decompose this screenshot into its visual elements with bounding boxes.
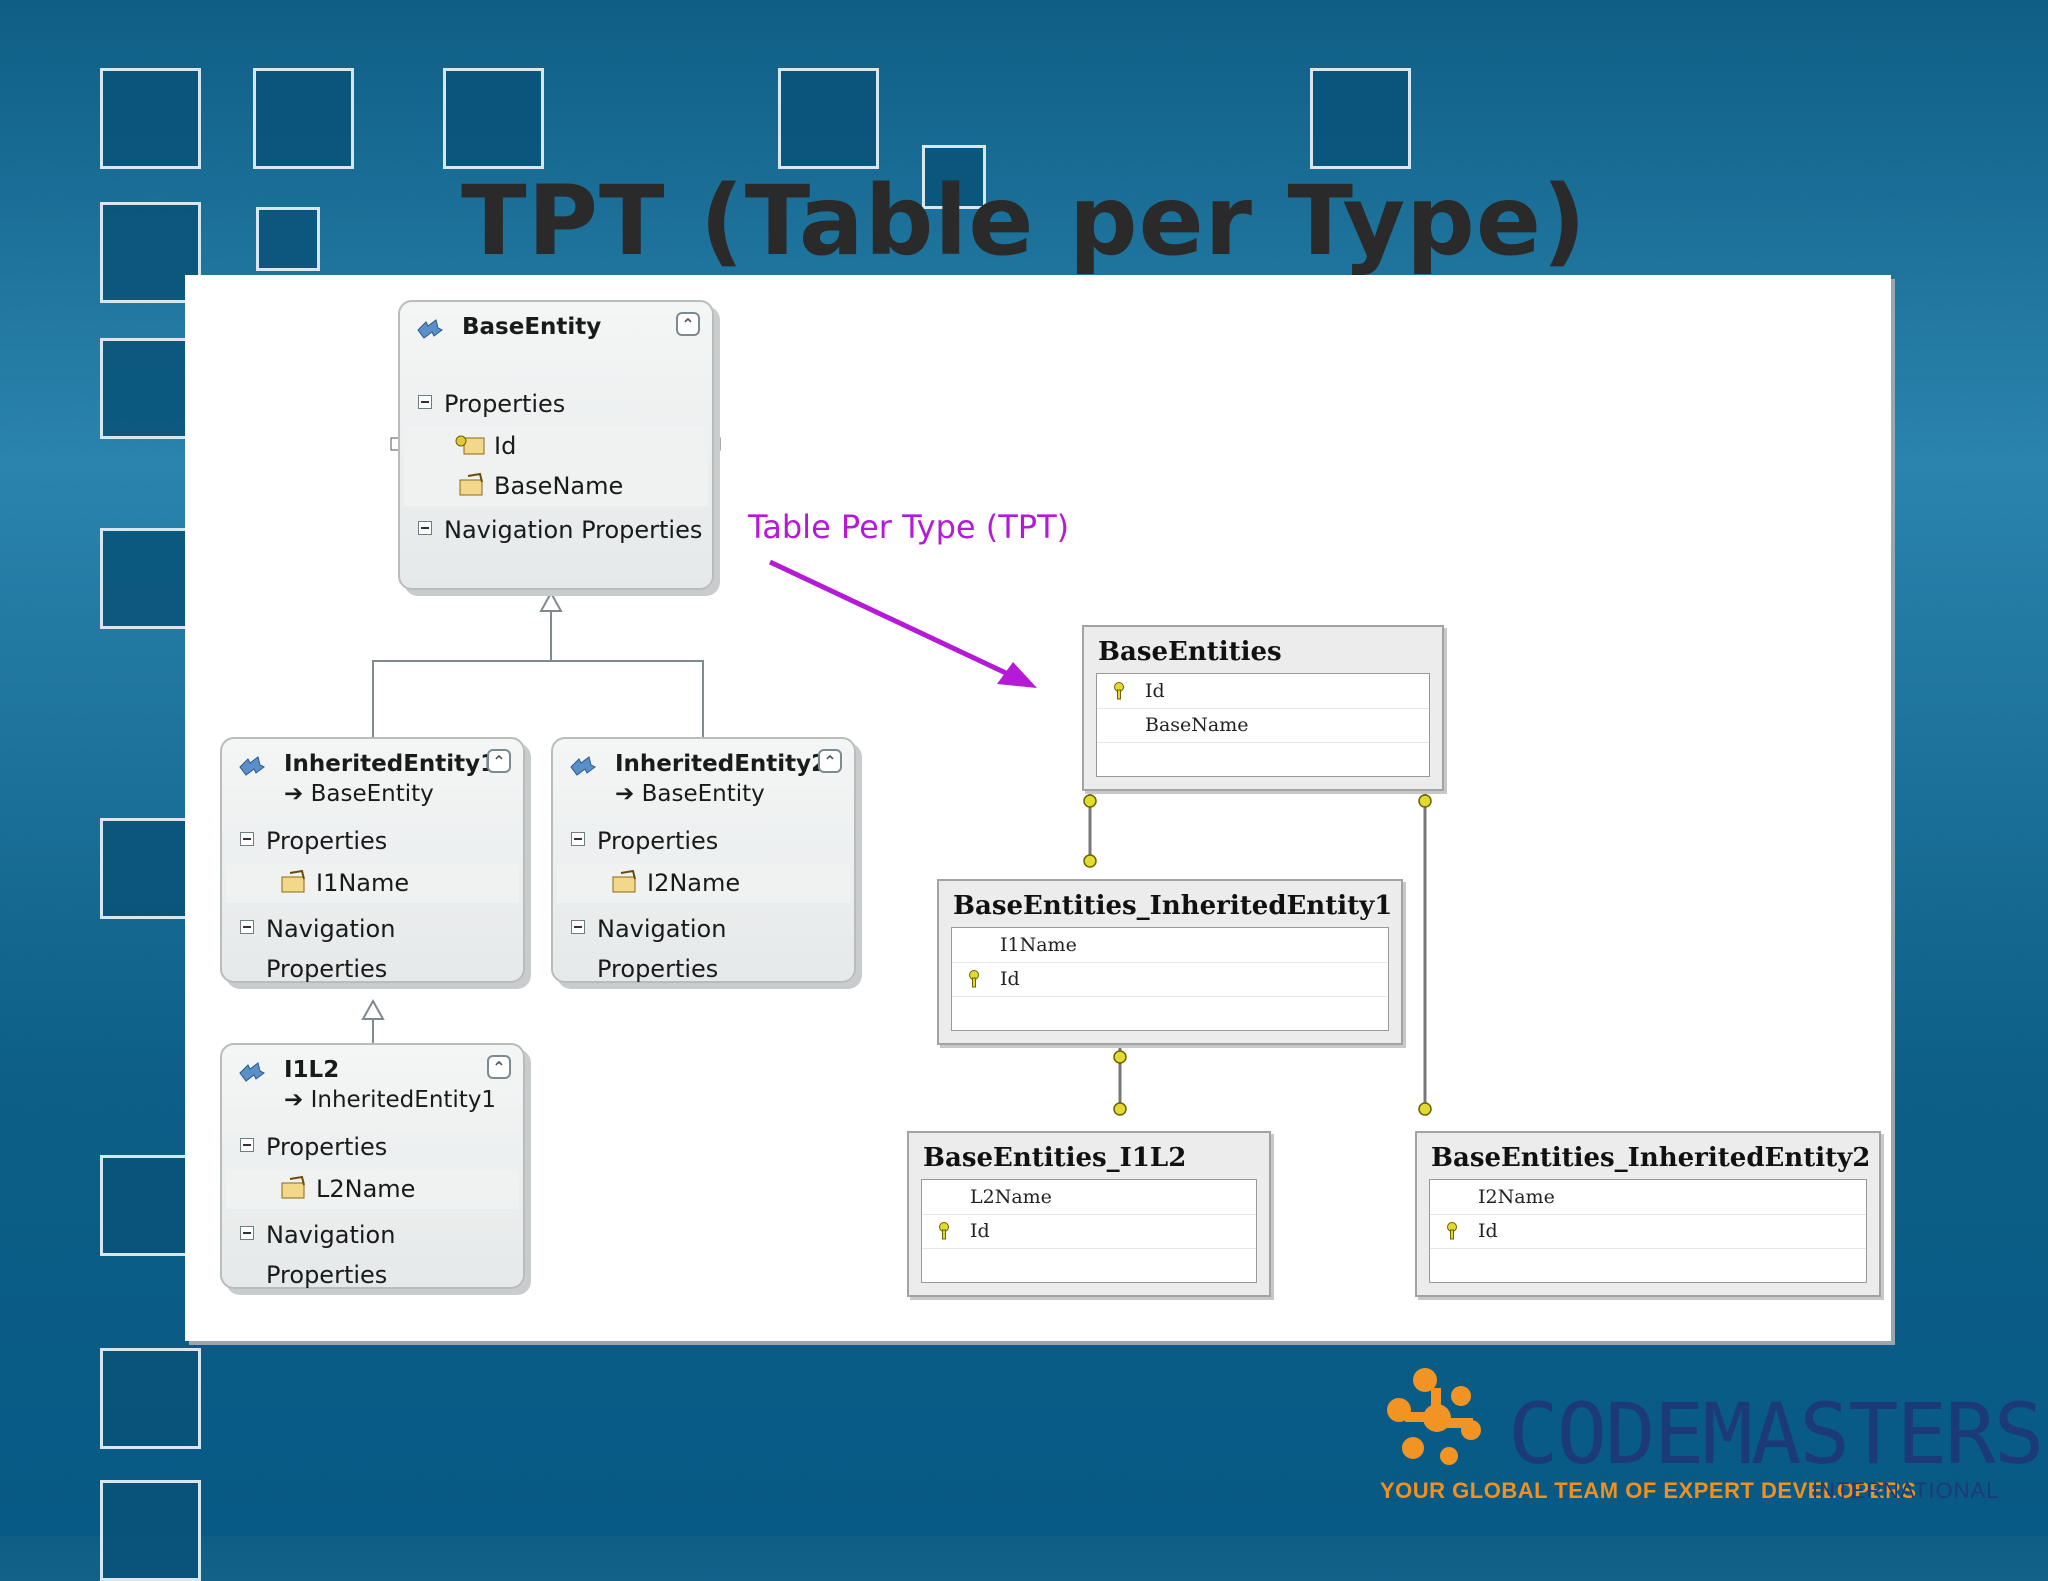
property-row[interactable]: BaseName [404,466,708,506]
navigation-section[interactable]: Navigation Properties [404,510,708,550]
key-icon [1114,682,1124,700]
table-row[interactable]: Id [1430,1214,1866,1249]
collapse-icon[interactable]: ⌃ [487,1055,511,1079]
properties-section[interactable]: Properties [226,1127,519,1167]
slide-title: TPT (Table per Type) [461,165,1587,277]
properties-section[interactable]: Properties [226,821,519,861]
table-name: BaseEntities [1098,637,1282,667]
table-row[interactable]: BaseName [1097,708,1429,743]
property-icon [281,869,305,893]
entity-name: InheritedEntity2 [615,751,828,777]
navigation-section[interactable]: Navigation Properties [226,1215,519,1289]
collapse-section-icon[interactable] [240,1138,254,1152]
key-property-icon [455,435,485,455]
collapse-section-icon[interactable] [571,832,585,846]
entity-inherited1[interactable]: InheritedEntity1 ➔ BaseEntity ⌃ Properti… [220,737,525,983]
entity-base[interactable]: BaseEntity ⌃ Properties Id BaseName Navi… [398,300,714,590]
decor-square [100,1348,201,1449]
entity-icon [239,1062,265,1082]
entity-name: BaseEntity [462,314,602,340]
entity-inherited2[interactable]: InheritedEntity2 ➔ BaseEntity ⌃ Properti… [551,737,856,983]
decor-square [778,68,879,169]
decor-square [443,68,544,169]
navigation-section[interactable]: Navigation Properties [557,909,850,983]
collapse-icon[interactable]: ⌃ [487,749,511,773]
entity-icon [239,756,265,776]
entity-i1l2[interactable]: I1L2 ➔ InheritedEntity1 ⌃ Properties L2N… [220,1043,525,1289]
entity-icon [570,756,596,776]
table-base-entities-inherited2[interactable]: BaseEntities_InheritedEntity2 I2Name Id [1415,1131,1881,1297]
decor-square [100,202,201,303]
entity-name: I1L2 [284,1057,340,1083]
key-icon [1447,1222,1457,1240]
collapse-section-icon[interactable] [240,1226,254,1240]
property-icon [281,1175,305,1199]
key-icon [939,1222,949,1240]
table-row[interactable]: I1Name [952,928,1388,963]
collapse-section-icon[interactable] [418,395,432,409]
codemasters-logo-mark [1387,1368,1481,1465]
table-base-entities-i1l2[interactable]: BaseEntities_I1L2 L2Name Id [907,1131,1271,1297]
diagram-panel: BaseEntity ⌃ Properties Id BaseName Navi… [185,275,1891,1341]
table-row[interactable]: I2Name [1430,1180,1866,1215]
entity-name: InheritedEntity1 [284,751,497,777]
collapse-icon[interactable]: ⌃ [818,749,842,773]
decor-square [100,68,201,169]
navigation-section[interactable]: Navigation Properties [226,909,519,983]
table-row[interactable]: Id [922,1214,1256,1249]
entity-base-type: ➔ BaseEntity [615,781,765,807]
property-icon [459,472,483,496]
property-row[interactable]: Id [404,426,708,466]
logo-suffix: INTERNATIONAL [1812,1478,2000,1503]
decor-square [100,1155,201,1256]
property-row[interactable]: I2Name [557,863,850,903]
entity-base-type: ➔ InheritedEntity1 [284,1087,497,1113]
table-base-entities[interactable]: BaseEntities Id BaseName [1082,625,1444,791]
decor-square [100,1480,201,1581]
decor-square [100,528,201,629]
table-name: BaseEntities_InheritedEntity1 [953,891,1393,921]
key-icon [969,970,979,988]
collapse-section-icon[interactable] [240,832,254,846]
property-row[interactable]: I1Name [226,863,519,903]
entity-icon [417,319,443,339]
table-row[interactable]: L2Name [922,1180,1256,1215]
decor-square [256,207,320,271]
decor-square [253,68,354,169]
entity-base-type: ➔ BaseEntity [284,781,434,807]
decor-square [922,145,986,209]
collapse-icon[interactable]: ⌃ [676,312,700,336]
property-row[interactable]: L2Name [226,1169,519,1209]
table-name: BaseEntities_InheritedEntity2 [1431,1143,1871,1173]
logo-tagline: YOUR GLOBAL TEAM OF EXPERT DEVELOPERS [1380,1478,1917,1503]
table-row[interactable]: Id [1097,674,1429,709]
table-row[interactable]: Id [952,962,1388,997]
logo-brand: CODEMASTERS [1508,1385,2044,1483]
properties-section[interactable]: Properties [404,384,708,424]
collapse-section-icon[interactable] [418,521,432,535]
table-base-entities-inherited1[interactable]: BaseEntities_InheritedEntity1 I1Name Id [937,879,1403,1045]
properties-section[interactable]: Properties [557,821,850,861]
tpt-annotation: Table Per Type (TPT) [748,508,1070,546]
collapse-section-icon[interactable] [240,920,254,934]
decor-square [1310,68,1411,169]
property-icon [612,869,636,893]
collapse-section-icon[interactable] [571,920,585,934]
table-name: BaseEntities_I1L2 [923,1143,1187,1173]
